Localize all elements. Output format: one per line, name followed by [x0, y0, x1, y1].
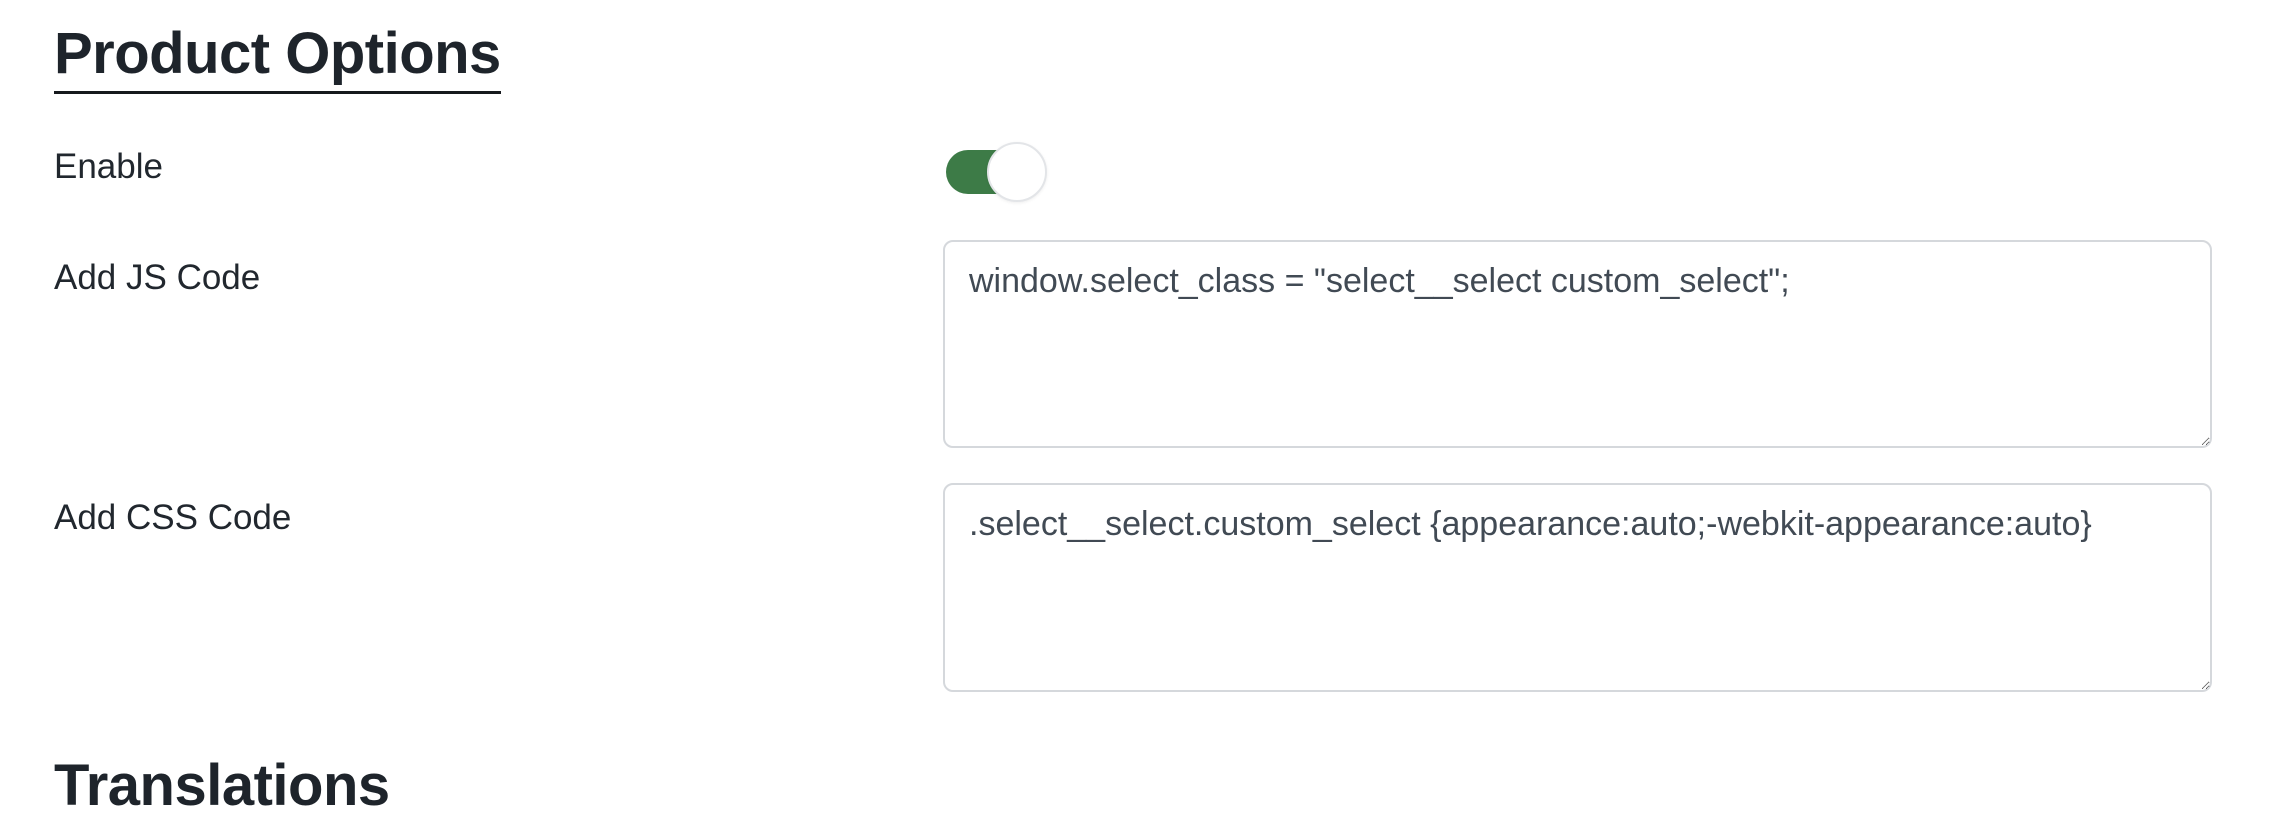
add-js-code-label: Add JS Code [54, 258, 261, 297]
enable-toggle[interactable] [946, 142, 1047, 202]
section-title-product-options-text: Product Options [54, 22, 501, 94]
section-title-translations: Translations [54, 753, 390, 818]
css-code-textarea[interactable]: .select__select.custom_select {appearanc… [943, 483, 2212, 692]
enable-label: Enable [54, 147, 163, 186]
js-code-textarea[interactable]: window.select_class = "select__select cu… [943, 240, 2212, 448]
section-title-product-options: Product Options [54, 22, 501, 94]
toggle-knob[interactable] [987, 142, 1047, 202]
add-css-code-label: Add CSS Code [54, 498, 292, 537]
